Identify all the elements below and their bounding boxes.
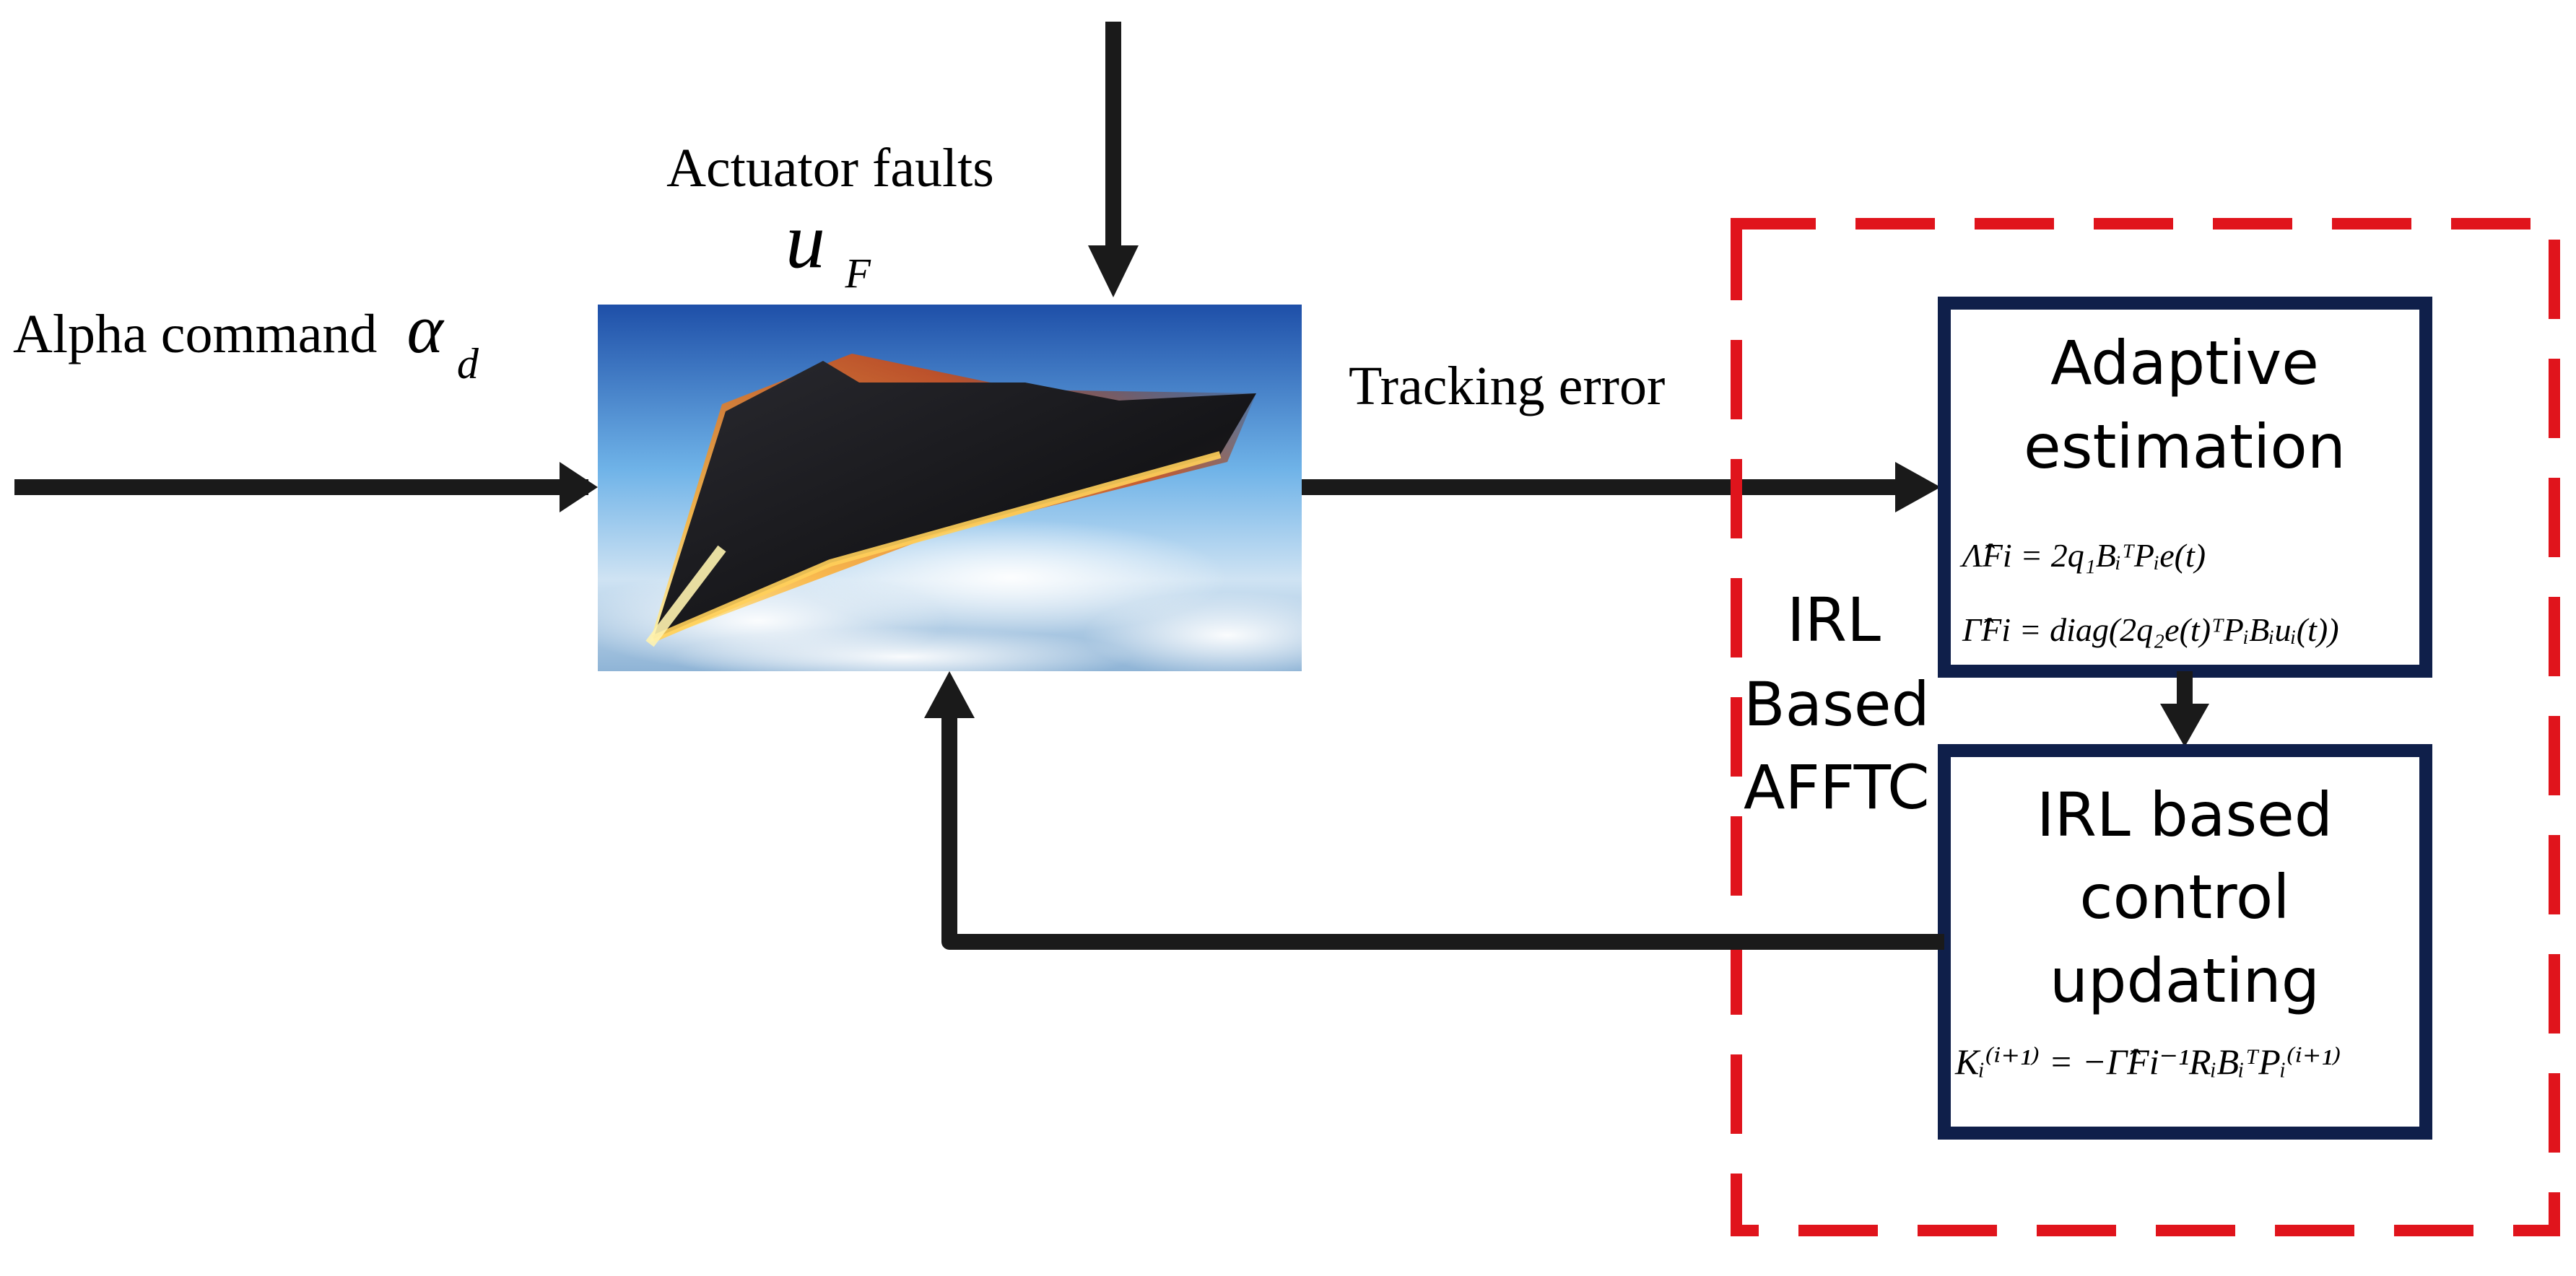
adaptive-estimation-block	[1938, 297, 2432, 678]
alpha-command-arrowhead	[560, 462, 598, 512]
irl-control-title-line1: IRL based	[2037, 779, 2333, 850]
tracking-error-arrowhead	[1895, 462, 1941, 512]
block-link-arrowhead	[2160, 704, 2209, 747]
adaptive-equation-2: Γ̂̇Fi = diag(2q₂e(t)ᵀPᵢBᵢuᵢ(t))	[1962, 611, 2339, 648]
actuator-fault-symbol: u F	[786, 196, 871, 297]
actuator-faults-label: Actuator faults	[666, 138, 994, 198]
adaptive-equation-1: Λ̂̇Fi = 2q₁BᵢᵀPᵢe(t)	[1959, 537, 2206, 574]
irl-control-title-line3: updating	[2050, 945, 2320, 1016]
feedback-arrow	[941, 715, 1944, 950]
irl-control-title-line2: control	[2079, 862, 2289, 932]
alpha-command-label: Alpha command α d	[13, 290, 479, 388]
irl-afftc-dashed-boundary	[1731, 218, 2560, 1236]
irl-control-equation: Kᵢ⁽ⁱ⁺¹⁾ = −Γ̂Fi⁻¹RᵢBᵢᵀPᵢ⁽ⁱ⁺¹⁾	[1954, 1041, 2341, 1082]
adaptive-title-line1: Adaptive	[2050, 328, 2319, 398]
feedback-arrowhead	[924, 671, 975, 718]
irl-afftc-label-line1: IRL	[1787, 585, 1881, 655]
irl-control-updating-block	[1938, 744, 2432, 1140]
irl-afftc-label-line2: Based	[1744, 669, 1930, 740]
hypersonic-vehicle-image	[570, 305, 1372, 686]
actuator-fault-arrowhead	[1088, 245, 1139, 297]
tracking-error-label: Tracking error	[1349, 356, 1665, 416]
adaptive-title-line2: estimation	[2024, 411, 2346, 482]
irl-afftc-label-line3: AFFTC	[1744, 752, 1930, 823]
